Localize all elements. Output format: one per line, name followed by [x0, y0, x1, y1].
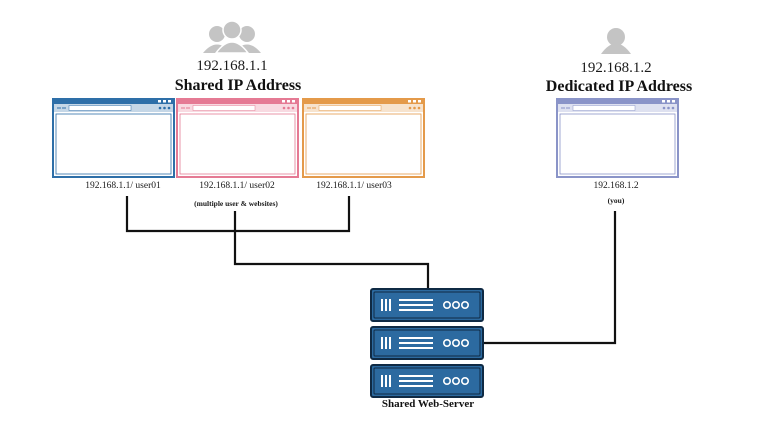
server-rack-icon: [370, 288, 484, 398]
drive-bay-icon: [381, 299, 383, 311]
dedicated-ip-label: 192.168.1.2: [580, 60, 651, 76]
user-icon: [601, 28, 631, 54]
browser-url-user01: 192.168.1.1/ user01: [85, 181, 161, 191]
server-label: Shared Web-Server: [382, 398, 474, 410]
status-led-icon: [451, 338, 460, 347]
window-control-icon: [408, 100, 411, 103]
status-led-icon: [451, 300, 460, 309]
browser-title-bar: [303, 99, 424, 104]
window-control-icon: [292, 100, 295, 103]
window-control-icon: [158, 100, 161, 103]
status-led-icon: [460, 338, 469, 347]
toolbar-dot-icon: [413, 106, 416, 110]
drive-bay-icon: [389, 375, 391, 387]
status-led-icon: [451, 376, 460, 385]
window-control-icon: [413, 100, 416, 103]
browser-window-user02: [176, 98, 299, 178]
toolbar-dot-icon: [662, 106, 666, 110]
window-control-icon: [287, 100, 290, 103]
address-bar: [68, 105, 132, 111]
toolbar-dot-icon: [158, 106, 162, 110]
vent-line-icon: [399, 309, 433, 311]
toolbar-dot-icon: [282, 106, 286, 110]
drive-bay-icon: [385, 375, 387, 387]
browser-viewport: [559, 113, 676, 175]
shared-note: (multiple user & websites): [194, 199, 278, 208]
browser-window-user03: [302, 98, 425, 178]
browser-title-bar: [53, 99, 174, 104]
status-led-icon: [442, 338, 451, 347]
vent-line-icon: [399, 337, 433, 339]
vent-line-icon: [399, 347, 433, 349]
address-bar: [572, 105, 636, 111]
drive-bay-icon: [385, 337, 387, 349]
server-unit-bezel: [373, 367, 481, 395]
shared-ip-heading: Shared IP Address: [175, 77, 302, 94]
server-unit-bezel: [373, 329, 481, 357]
dedicated-ip-heading: Dedicated IP Address: [546, 78, 692, 95]
browser-viewport: [305, 113, 422, 175]
browser-url-user02: 192.168.1.1/ user02: [199, 181, 275, 191]
status-led-icon: [460, 376, 469, 385]
connection-lines: [125, 196, 617, 345]
drive-bay-icon: [381, 337, 383, 349]
window-control-icon: [672, 100, 675, 103]
status-led-icon: [442, 376, 451, 385]
browser-window-user01: [52, 98, 175, 178]
browser-title-bar: [557, 99, 678, 104]
window-control-icon: [667, 100, 670, 103]
wire-shared-to-server: [233, 211, 430, 290]
browser-title-bar: [177, 99, 298, 104]
address-bar: [192, 105, 256, 111]
address-bar: [318, 105, 382, 111]
server-unit: [370, 288, 484, 322]
vent-line-icon: [399, 380, 433, 382]
drive-bay-icon: [381, 375, 383, 387]
drive-bay-icon: [389, 299, 391, 311]
window-control-icon: [662, 100, 665, 103]
browser-url-user03: 192.168.1.1/ user03: [316, 181, 392, 191]
toolbar-dot-icon: [408, 106, 412, 110]
shared-ip-label: 192.168.1.1: [196, 58, 267, 74]
browser-viewport: [179, 113, 296, 175]
toolbar-dot-icon: [287, 106, 290, 110]
vent-line-icon: [399, 342, 433, 344]
server-unit-bezel: [373, 291, 481, 319]
status-led-icon: [442, 300, 451, 309]
toolbar-dot-icon: [163, 106, 166, 110]
toolbar-dot-icon: [417, 106, 421, 110]
window-control-icon: [418, 100, 421, 103]
vent-line-icon: [399, 375, 433, 377]
dedicated-note: (you): [608, 196, 625, 205]
window-control-icon: [282, 100, 285, 103]
user-group-icon: [203, 20, 261, 54]
server-unit: [370, 326, 484, 360]
vent-line-icon: [399, 304, 433, 306]
drive-bay-icon: [389, 337, 391, 349]
browser-viewport: [55, 113, 172, 175]
wire-user01-user03-bus: [125, 196, 351, 233]
browser-url-dedicated: 192.168.1.2: [593, 181, 638, 191]
toolbar-dot-icon: [671, 106, 675, 110]
wire-dedicated-to-server: [484, 211, 617, 345]
toolbar-dot-icon: [291, 106, 295, 110]
toolbar-dot-icon: [667, 106, 670, 110]
toolbar-dot-icon: [167, 106, 171, 110]
browser-window-dedicated: [556, 98, 679, 178]
status-led-icon: [460, 300, 469, 309]
vent-line-icon: [399, 299, 433, 301]
drive-bay-icon: [385, 299, 387, 311]
server-unit: [370, 364, 484, 398]
window-control-icon: [168, 100, 171, 103]
vent-line-icon: [399, 385, 433, 387]
window-control-icon: [163, 100, 166, 103]
